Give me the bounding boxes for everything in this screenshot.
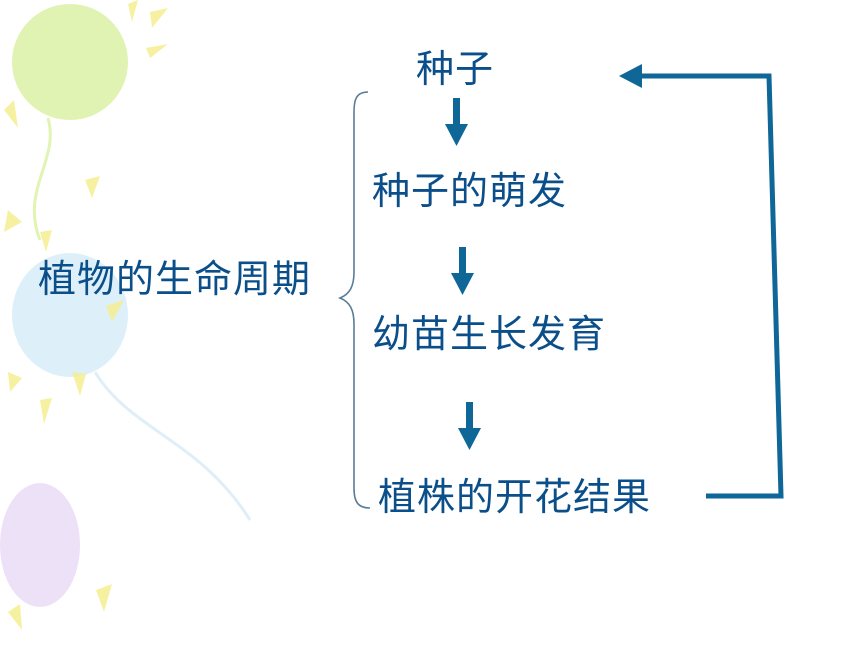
down-arrow-icon [451,247,474,295]
stage-seed: 种子 [416,47,495,91]
sun-ray-icons [4,0,168,630]
purple-balloon-icon [0,483,80,607]
blue-balloon-icon [12,253,252,521]
root-label: 植物的生命周期 [38,257,312,301]
down-arrow-icon [458,402,481,450]
curly-brace [337,91,371,509]
stage-seedling-growth: 幼苗生长发育 [372,312,607,356]
return-loop-arrow [619,64,784,499]
stage-flowering-fruiting: 植株的开花结果 [378,475,652,519]
down-arrow-icon [445,98,468,146]
stage-germination: 种子的萌发 [372,169,568,213]
green-balloon-icon [12,4,128,241]
